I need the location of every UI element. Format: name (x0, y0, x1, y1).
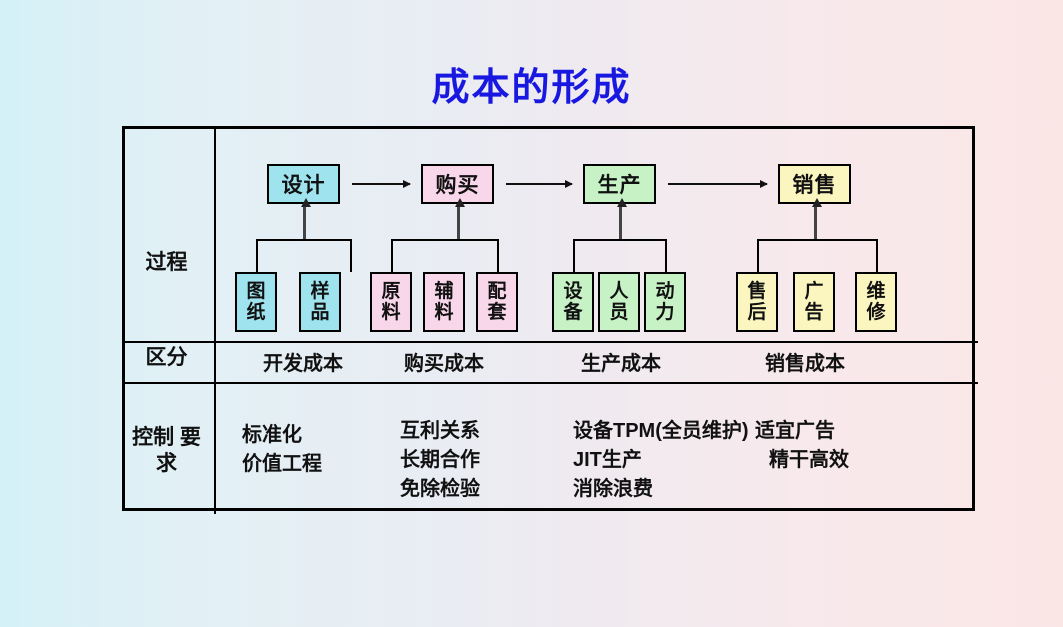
row-label-control-line2: 要求 (156, 426, 201, 475)
flow-arrow-design-to-buy (352, 180, 411, 188)
category-development-cost: 开发成本 (263, 353, 343, 375)
sub-box-sample-char2: 品 (310, 302, 330, 323)
control-requirements-development: 标准化 价值工程 (242, 421, 322, 479)
sub-box-raw-material[interactable]: 原 料 (370, 272, 412, 332)
control-sales-line-1: 适宜广告 (755, 420, 835, 442)
process-box-sales[interactable]: 销售 (778, 164, 851, 204)
page-title: 成本的形成 (431, 67, 632, 109)
sub-box-power-char1: 动 (655, 280, 675, 302)
connector-drop-buy-1 (391, 239, 393, 272)
category-sales-cost: 销售成本 (765, 353, 845, 375)
control-requirements-sales: 适宜广告 精干高效 (755, 417, 849, 475)
connector-bracket-design (256, 239, 350, 241)
control-dev-line-1: 标准化 (242, 424, 302, 446)
sub-box-after-sales[interactable]: 售 后 (736, 272, 778, 332)
sub-box-maintenance[interactable]: 维 修 (855, 272, 897, 332)
sub-box-drawing[interactable]: 图 纸 (235, 272, 277, 332)
category-production-cost: 生产成本 (581, 353, 661, 375)
sub-box-auxiliary-material[interactable]: 辅 料 (423, 272, 465, 332)
sub-box-sample-char1: 样 (310, 280, 330, 302)
sub-box-power-char2: 力 (655, 302, 675, 323)
control-prod-line-2: JIT生产 (573, 449, 642, 471)
sub-box-maintenance-char1: 维 (866, 280, 886, 302)
sub-box-supporting-parts[interactable]: 配 套 (476, 272, 518, 332)
sub-box-raw-material-char1: 原 (381, 280, 401, 302)
connector-stem-buy (454, 198, 465, 240)
connector-drop-production-1 (573, 239, 575, 272)
table-row-divider-process-category (125, 341, 978, 343)
sub-box-personnel-char1: 人 (609, 280, 629, 302)
sub-box-drawing-char2: 纸 (246, 302, 266, 323)
row-label-process: 过程 (145, 251, 188, 274)
sub-box-drawing-char1: 图 (246, 280, 266, 302)
table-row-divider-category-control (125, 382, 978, 384)
control-buy-line-1: 互利关系 (400, 420, 480, 442)
table-column-divider (214, 129, 216, 514)
sub-box-personnel[interactable]: 人 员 (598, 272, 640, 332)
diagram-table-frame (122, 126, 978, 514)
flow-arrow-production-to-sales (668, 180, 768, 188)
process-box-buy[interactable]: 购买 (421, 164, 494, 204)
connector-bracket-production (573, 239, 665, 241)
connector-stem-production (616, 198, 627, 240)
sub-box-personnel-char2: 员 (609, 302, 629, 323)
sub-box-maintenance-char2: 修 (866, 302, 886, 323)
row-label-control: 控制 要求 (122, 425, 211, 476)
connector-drop-sales-3 (876, 239, 878, 272)
control-buy-line-2: 长期合作 (400, 449, 480, 471)
connector-drop-sales-1 (757, 239, 759, 272)
connector-stem-sales (811, 198, 822, 240)
sub-box-equipment-char2: 备 (563, 302, 583, 323)
control-prod-line-3: 消除浪费 (573, 478, 653, 500)
category-purchase-cost: 购买成本 (404, 353, 484, 375)
sub-box-auxiliary-material-char2: 料 (434, 302, 454, 323)
sub-box-after-sales-char1: 售 (747, 280, 767, 302)
process-box-design[interactable]: 设计 (267, 164, 340, 204)
control-buy-line-3: 免除检验 (400, 478, 480, 500)
sub-box-advertising[interactable]: 广 告 (793, 272, 835, 332)
sub-box-power[interactable]: 动 力 (644, 272, 686, 332)
sub-box-equipment-char1: 设 (563, 280, 583, 302)
control-dev-line-2: 价值工程 (242, 453, 322, 475)
sub-box-after-sales-char2: 后 (747, 302, 767, 323)
connector-bracket-sales (757, 239, 876, 241)
connector-drop-buy-3 (497, 239, 499, 272)
connector-drop-production-3 (665, 239, 667, 272)
connector-bracket-buy (391, 239, 497, 241)
control-requirements-purchase: 互利关系 长期合作 免除检验 (400, 417, 480, 504)
connector-stem-design (300, 198, 311, 240)
row-label-category: 区分 (145, 346, 188, 369)
sub-box-advertising-char1: 广 (804, 280, 824, 302)
connector-drop-design-2 (350, 239, 352, 272)
sub-box-advertising-char2: 告 (804, 302, 824, 323)
sub-box-sample[interactable]: 样 品 (299, 272, 341, 332)
connector-drop-design-1 (256, 239, 258, 272)
sub-box-auxiliary-material-char1: 辅 (434, 280, 454, 302)
sub-box-supporting-parts-char2: 套 (487, 302, 507, 323)
control-requirements-production: 设备TPM(全员维护) JIT生产 消除浪费 (573, 417, 749, 504)
control-prod-line-1: 设备TPM(全员维护) (573, 420, 749, 442)
flow-arrow-buy-to-production (506, 180, 573, 188)
row-label-control-line1: 控制 (132, 426, 175, 449)
sub-box-supporting-parts-char1: 配 (487, 280, 507, 302)
sub-box-equipment[interactable]: 设 备 (552, 272, 594, 332)
control-sales-line-2: 精干高效 (769, 449, 849, 471)
sub-box-raw-material-char2: 料 (381, 302, 401, 323)
